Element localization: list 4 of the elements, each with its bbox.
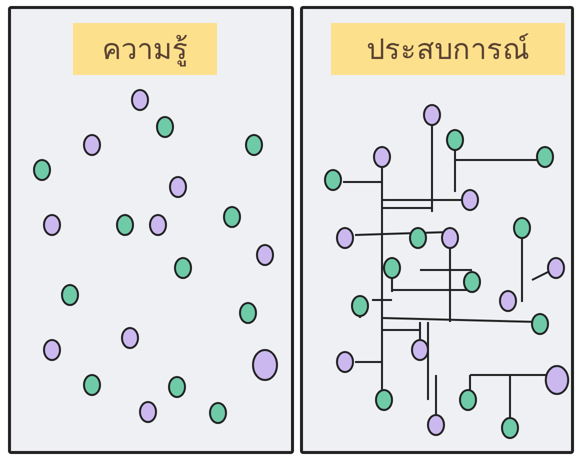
title-label: ประสบการณ์ <box>331 23 565 75</box>
panel <box>300 6 574 454</box>
title-label: ความรู้ <box>73 23 217 75</box>
panel <box>8 6 294 454</box>
